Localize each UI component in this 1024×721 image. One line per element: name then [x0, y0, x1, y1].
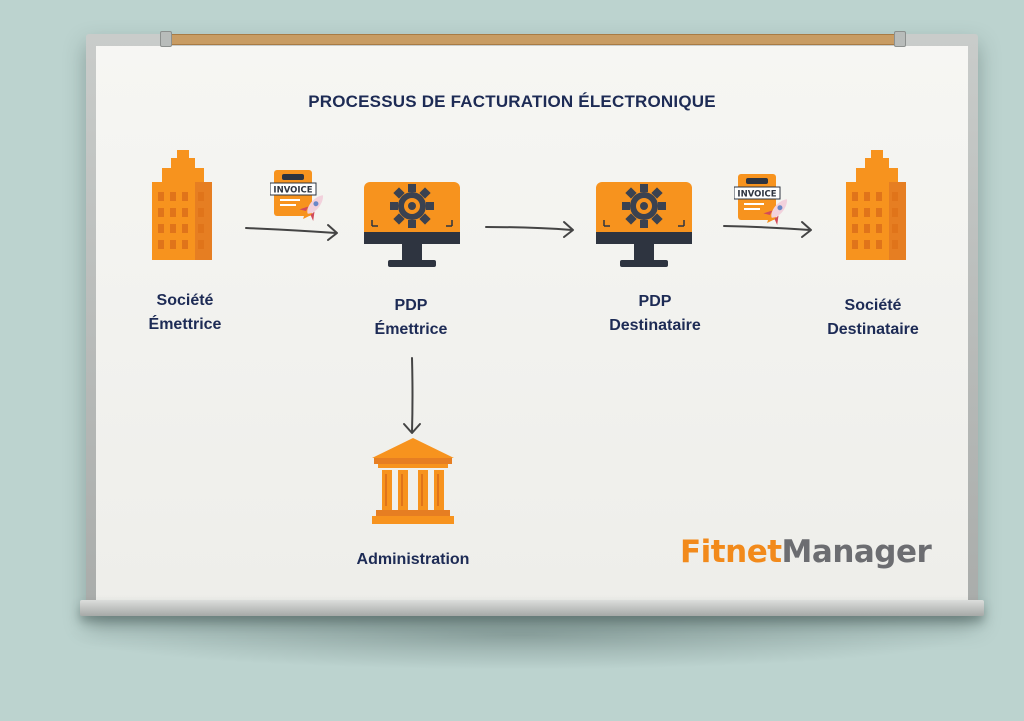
building-icon: [152, 150, 212, 260]
cork-strip: [166, 34, 898, 45]
label-societe-destinataire: Société Destinataire: [778, 294, 968, 342]
invoice-rocket-icon: INVOICE: [270, 170, 324, 221]
label-line: Destinataire: [827, 321, 919, 338]
label-line: PDP: [638, 293, 672, 310]
label-line: Destinataire: [609, 317, 701, 334]
label-line: Société: [156, 292, 214, 309]
whiteboard-surface: [96, 46, 968, 602]
monitor-gear-icon: [364, 182, 460, 267]
arrow-right-icon: [245, 224, 338, 241]
invoice-tag: INVOICE: [273, 186, 312, 196]
label-societe-emettrice: Société Émettrice: [90, 289, 280, 337]
label-line: Société: [844, 297, 902, 314]
arrow-right-icon: [723, 221, 812, 238]
bank-building-icon: [372, 438, 454, 524]
arrow-down-icon: [403, 357, 421, 434]
fitnetmanager-logo: FitnetManager: [680, 534, 932, 570]
label-pdp-emettrice: PDP Émettrice: [316, 294, 506, 342]
label-line: Émettrice: [148, 316, 222, 333]
cork-clip-left: [160, 31, 172, 47]
invoice-tag: INVOICE: [737, 190, 776, 200]
logo-part2: Manager: [781, 534, 932, 570]
label-line: Émettrice: [374, 321, 448, 338]
logo-part1: Fitnet: [680, 534, 782, 570]
label-line: PDP: [394, 297, 428, 314]
diagram-title: PROCESSUS DE FACTURATION ÉLECTRONIQUE: [308, 92, 716, 111]
marker-tray: [80, 600, 984, 616]
invoice-rocket-icon: INVOICE: [734, 174, 788, 225]
label-pdp-destinataire: PDP Destinataire: [560, 290, 750, 338]
cork-clip-right: [894, 31, 906, 47]
label-administration: Administration: [356, 551, 470, 568]
monitor-gear-icon: [596, 182, 692, 267]
arrow-right-icon: [485, 221, 574, 238]
building-icon: [846, 150, 906, 260]
